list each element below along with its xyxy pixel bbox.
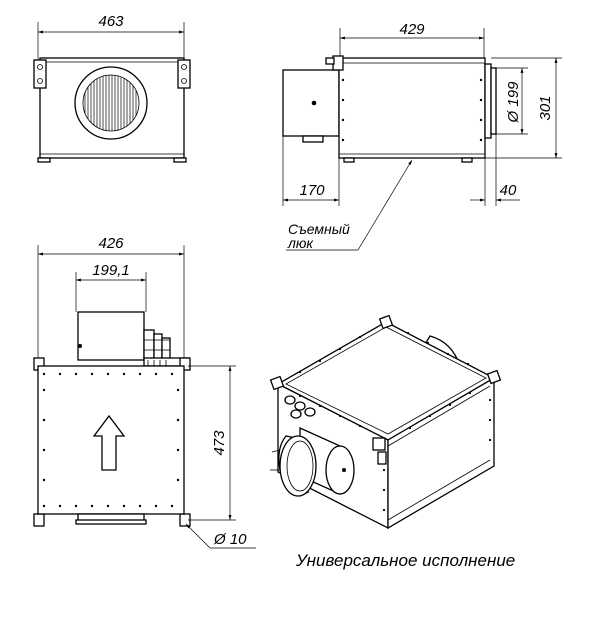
terminal-blocks: [143, 329, 171, 361]
side-diameter-dimension: Ø 199: [505, 81, 522, 124]
side-inlet-flange: [484, 63, 492, 139]
hatch-label-line1: Съемный: [288, 221, 350, 237]
side-height-dimension: 301: [537, 95, 554, 120]
side-view: 429 Ø 199 301: [282, 21, 562, 251]
top-outlet-duct: [77, 311, 145, 361]
top-view: 426 199,1: [33, 235, 256, 549]
top-width-dimension: 426: [98, 235, 124, 252]
hatch-label-line2: люк: [287, 235, 314, 251]
iso-cable-glands: [284, 395, 316, 419]
isometric-view: [269, 314, 502, 530]
front-view: 463: [33, 13, 191, 163]
front-width-dimension: 463: [98, 13, 124, 30]
front-bracket-left: [33, 59, 47, 89]
iso-side-face: [387, 376, 495, 530]
airflow-arrow: [92, 414, 126, 471]
side-length-dimension: 429: [399, 21, 425, 38]
side-outlet-offset-dimension: 170: [299, 182, 325, 199]
top-depth-dimension: 473: [211, 430, 228, 456]
hole-diameter-dimension: Ø 10: [213, 531, 247, 548]
side-housing: [338, 57, 486, 159]
side-flange-dimension: 40: [500, 182, 517, 199]
front-foot-right: [173, 157, 187, 163]
front-fan-blades: [83, 75, 139, 131]
caption: Универсальное исполнение: [295, 551, 515, 570]
top-offset-dimension: 199,1: [92, 262, 130, 279]
iso-outlet-duct: [270, 426, 355, 497]
side-outlet-duct: [282, 69, 340, 137]
front-bracket-right: [177, 59, 191, 89]
front-foot-left: [37, 157, 51, 163]
